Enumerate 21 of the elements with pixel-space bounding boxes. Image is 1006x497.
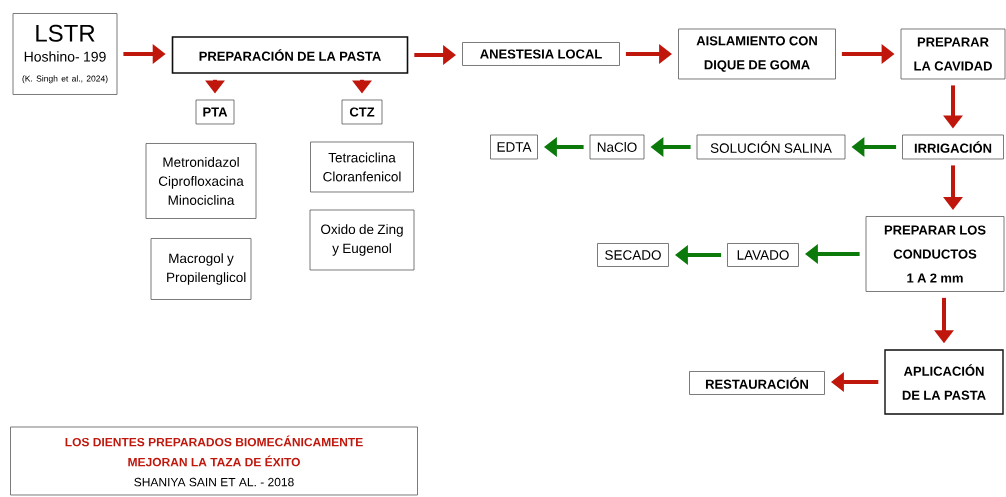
process-box: PREPARAR LA CAVIDAD	[900, 28, 1006, 80]
process-box: PTA	[195, 99, 235, 125]
process-box: Oxido de Zing y Eugenol	[309, 209, 415, 271]
process-box: CTZ	[341, 99, 383, 125]
process-box: ANESTESIA LOCAL	[462, 42, 620, 66]
process-box: Macrogol y Propilenglicol	[150, 238, 252, 300]
process-box: SECADO	[597, 243, 669, 267]
process-box: NaClO	[589, 134, 645, 160]
process-box: IRRIGACIÓN	[902, 134, 1004, 160]
process-box: SOLUCIÓN SALINA	[696, 134, 846, 160]
process-box: PREPARAR LOS CONDUCTOS 1 A 2 mm	[865, 216, 1005, 292]
process-box: LAVADO	[727, 243, 799, 267]
process-box: RESTAURACIÓN	[689, 371, 825, 395]
process-box: Metronidazol Ciprofloxacina Minociclina	[145, 143, 257, 219]
process-box: PREPARACIÓN DE LA PASTA	[171, 36, 409, 74]
process-box: LSTR Hoshino- 199 (K. Singh et al., 2024)	[12, 13, 118, 95]
process-box: APLICACIÓN DE LA PASTA	[884, 349, 1004, 415]
process-box: Tetraciclina Cloranfenicol	[310, 141, 414, 193]
process-box: LOS DIENTES PREPARADOS BIOMECÁNICAMENTE MEJORAN LA TAZA DE ÉXITO SHANIYA SAIN ET AL. - 2018	[10, 426, 418, 496]
process-box: EDTA	[490, 134, 538, 160]
process-box: AISLAMIENTO CON DIQUE DE GOMA	[678, 28, 836, 80]
